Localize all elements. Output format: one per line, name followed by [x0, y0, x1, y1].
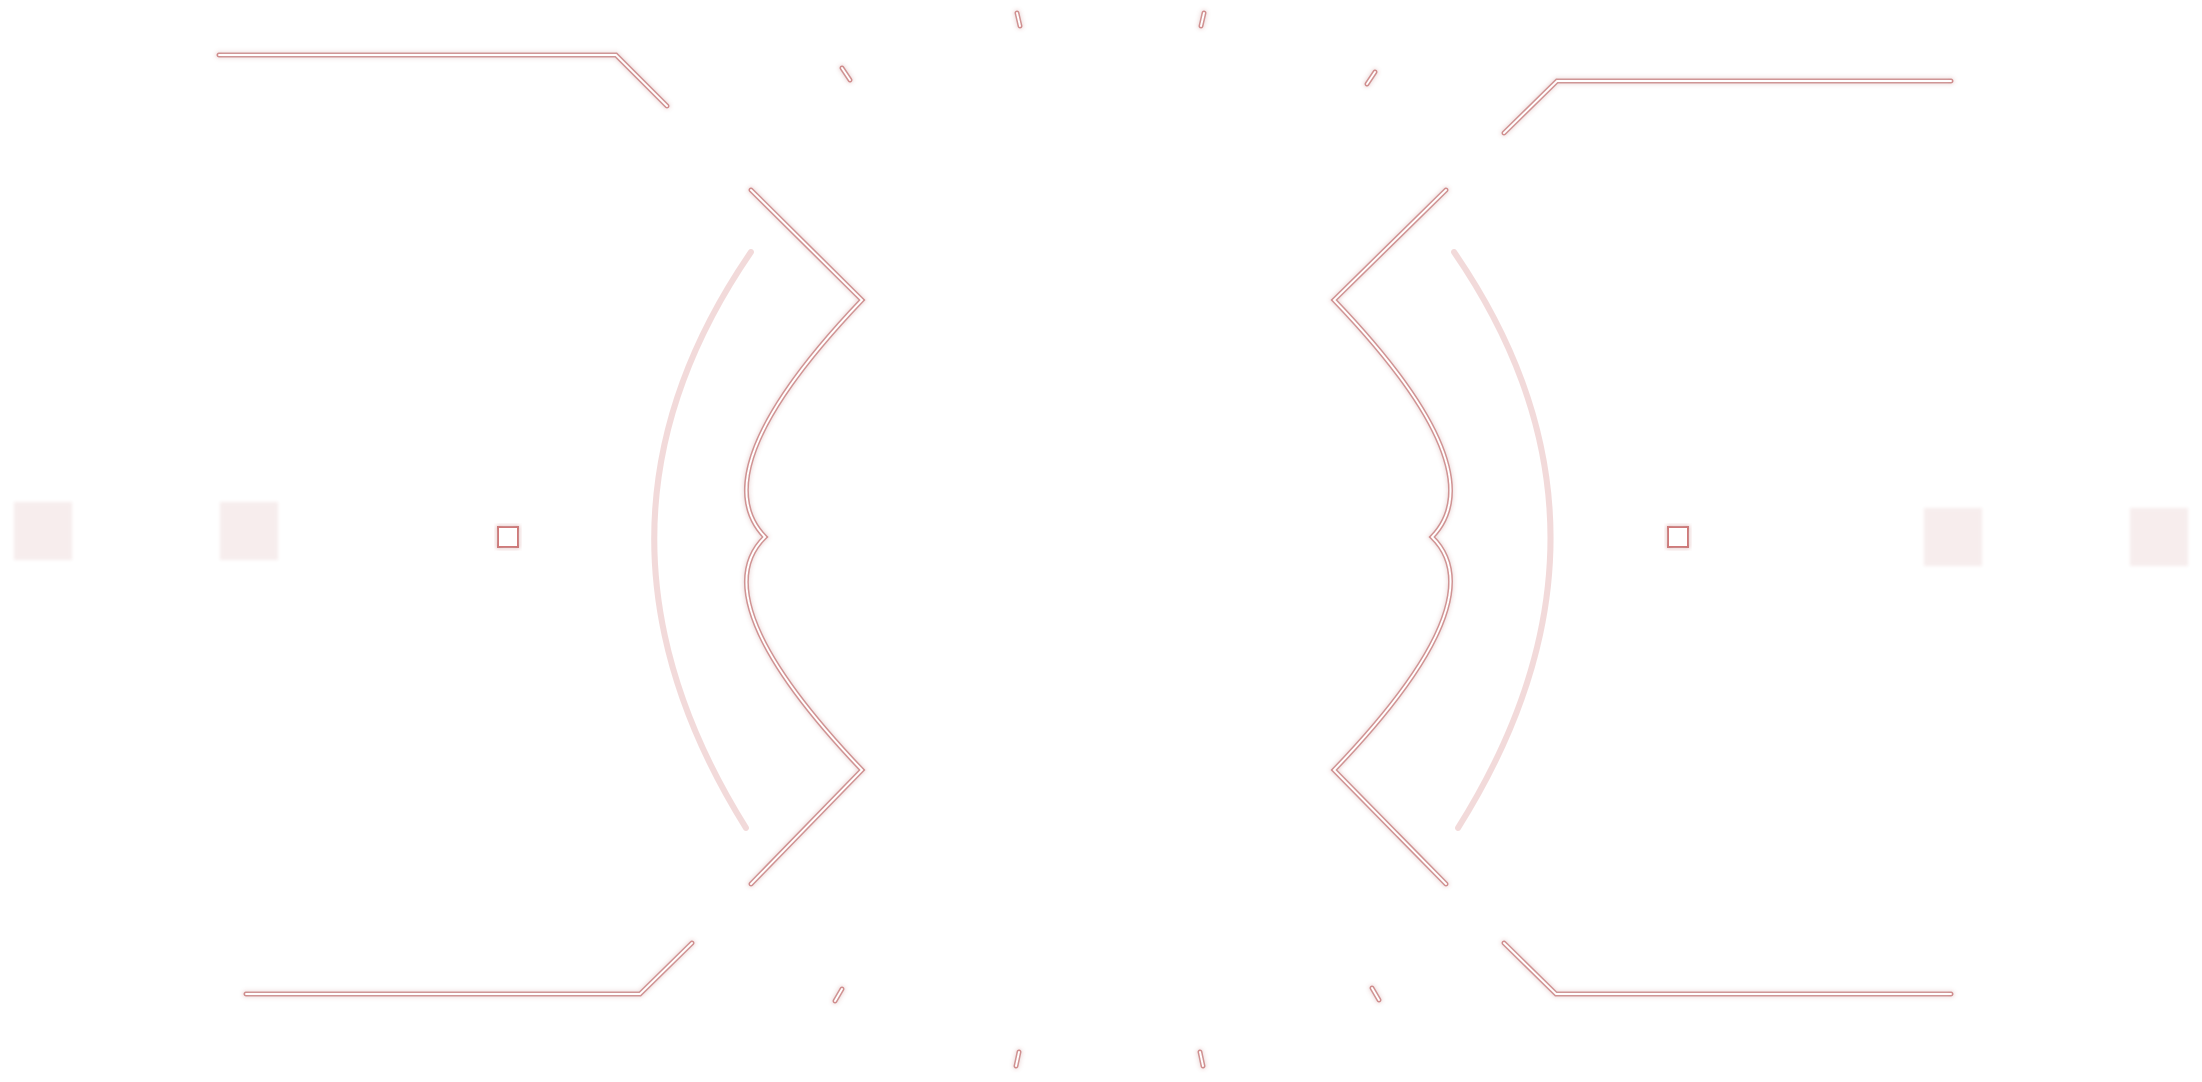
edge-block-right-outer	[2130, 508, 2188, 566]
outer-arc-left	[651, 249, 754, 831]
edge-block-left-outer	[14, 502, 72, 560]
square-marker-icon	[1667, 526, 1689, 548]
tick-top-4-core	[1366, 71, 1376, 85]
tick-top-3-core	[841, 67, 851, 81]
frame-bottom-left-core	[245, 942, 693, 995]
markers	[497, 526, 1689, 548]
reticle-brackets	[743, 187, 1454, 887]
frame-bottom-right-core	[1503, 942, 1952, 995]
tick-top-2-core	[1200, 12, 1205, 27]
tick-marks	[832, 10, 1382, 1069]
edge-block-left-inner	[220, 502, 278, 560]
tick-bottom-3-core	[1015, 1051, 1020, 1067]
edge-block-right-inner	[1924, 508, 1982, 566]
corner-frames	[216, 52, 1954, 997]
frame-top-left	[216, 52, 670, 109]
tick-bottom-4-core	[1199, 1051, 1204, 1067]
frame-top-right	[1501, 78, 1954, 136]
outer-arc-right	[1451, 249, 1554, 831]
frame-top-left-core	[218, 54, 668, 107]
frame-top-right-core	[1503, 80, 1952, 134]
tick-bottom-2-core	[1371, 987, 1380, 1001]
outer-arcs	[651, 249, 1554, 831]
tick-top-1-core	[1016, 12, 1021, 27]
tick-bottom-1-core	[834, 988, 843, 1002]
square-marker-icon	[497, 526, 519, 548]
edge-blocks	[14, 502, 2188, 566]
frame-bottom-left	[243, 940, 695, 997]
frame-bottom-right	[1501, 940, 1954, 997]
